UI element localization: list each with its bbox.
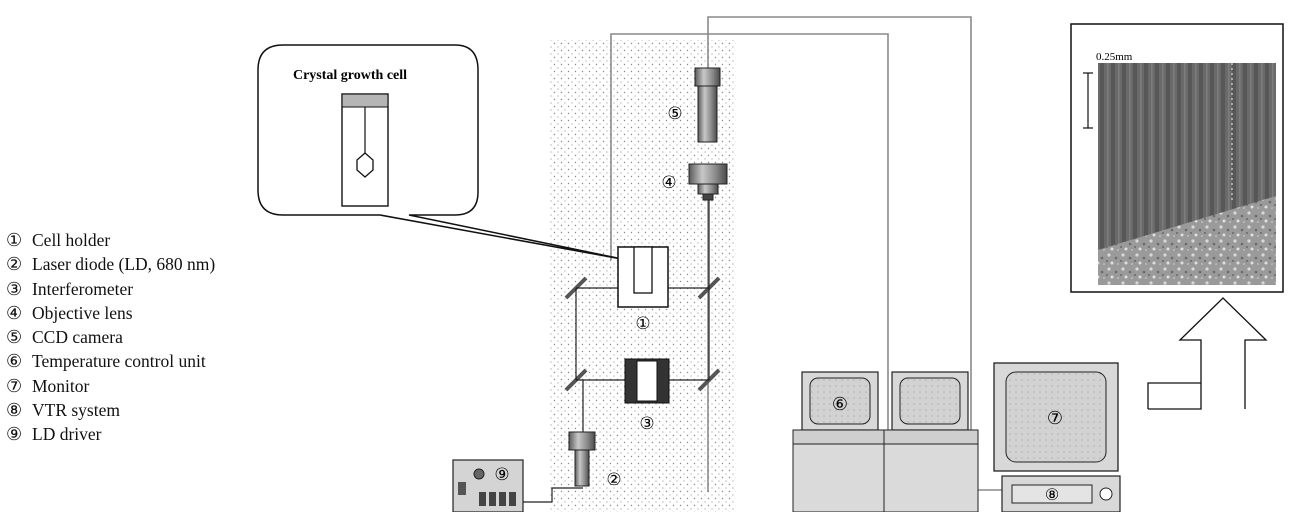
marker-monitor: ⑦ <box>1047 408 1063 428</box>
marker-temperature-control: ⑥ <box>832 394 848 414</box>
growth-cell-icon <box>342 94 388 206</box>
marker-ccd-camera: ⑤ <box>667 104 682 123</box>
callout-title: Crystal growth cell <box>293 68 407 83</box>
vtr-system: ⑧ <box>1002 476 1120 512</box>
interference-micrograph: 0.25mm <box>1071 24 1283 292</box>
marker-interferometer: ③ <box>639 414 654 433</box>
monitor: ⑦ <box>994 363 1118 471</box>
marker-objective-lens: ④ <box>661 173 676 192</box>
up-arrow-icon <box>1148 298 1266 409</box>
temperature-control-unit: ⑥ <box>793 372 887 512</box>
micrograph-scale-label: 0.25mm <box>1096 51 1133 63</box>
marker-cell-holder: ① <box>635 314 650 333</box>
second-unit <box>884 372 978 512</box>
marker-ld-driver: ⑨ <box>494 465 509 484</box>
marker-laser-diode: ② <box>606 470 621 489</box>
marker-vtr: ⑧ <box>1045 487 1059 504</box>
